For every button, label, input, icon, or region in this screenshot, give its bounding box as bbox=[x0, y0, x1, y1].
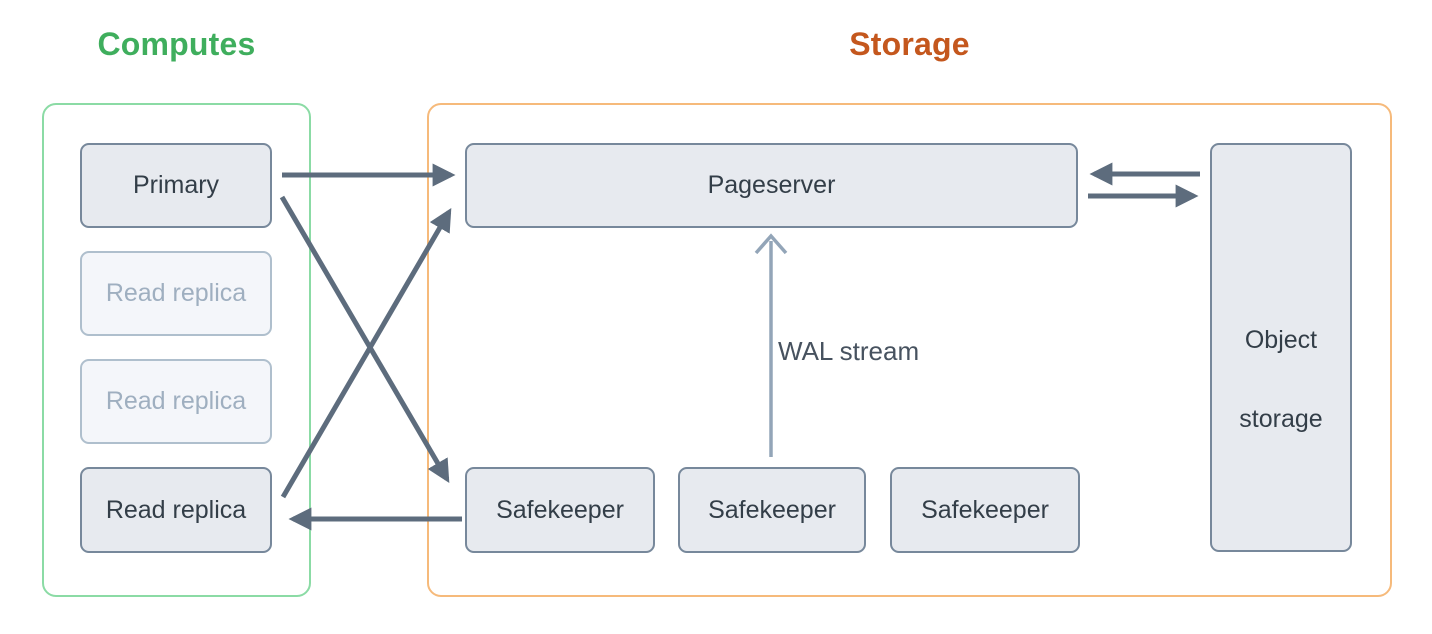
storage-group-title: Storage bbox=[849, 26, 970, 62]
node-safekeeper-2: Safekeeper bbox=[678, 467, 866, 553]
node-pageserver: Pageserver bbox=[465, 143, 1078, 228]
node-read-replica-2: Read replica bbox=[80, 359, 272, 444]
node-safekeeper-3: Safekeeper bbox=[890, 467, 1080, 553]
node-object-storage: Object storage bbox=[1210, 143, 1352, 552]
node-read-replica-3: Read replica bbox=[80, 467, 272, 553]
object-storage-label-line2: storage bbox=[1239, 404, 1323, 433]
wal-stream-label: WAL stream bbox=[778, 336, 920, 366]
node-read-replica-1: Read replica bbox=[80, 251, 272, 336]
node-primary: Primary bbox=[80, 143, 272, 228]
node-safekeeper-1: Safekeeper bbox=[465, 467, 655, 553]
computes-group-title: Computes bbox=[97, 26, 256, 62]
object-storage-label-line1: Object bbox=[1244, 325, 1318, 354]
